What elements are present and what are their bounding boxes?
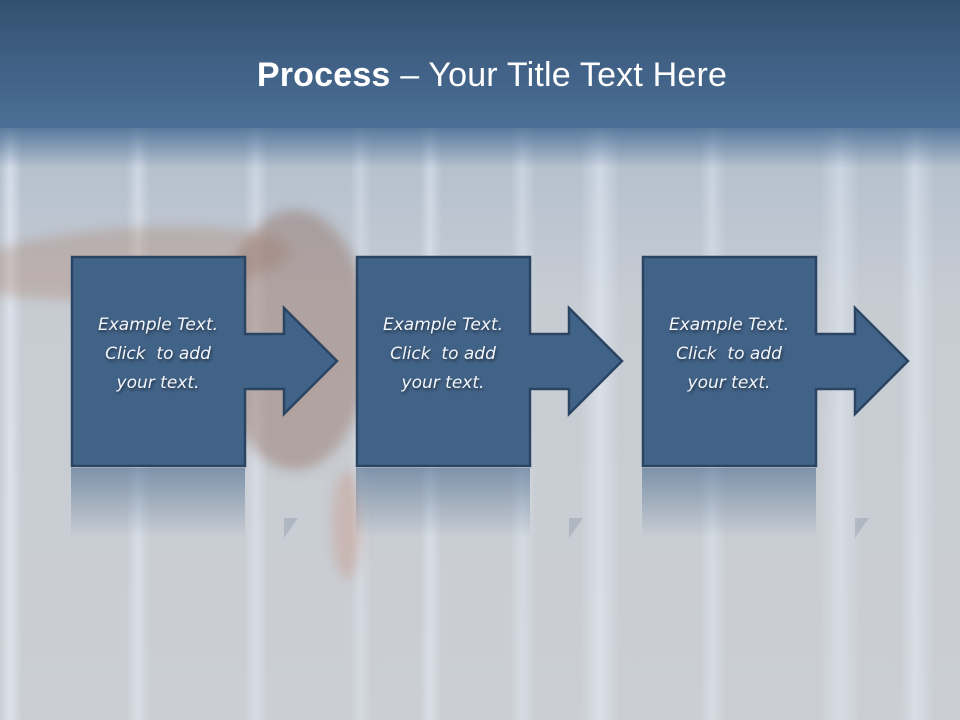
title-bold: Process bbox=[256, 56, 391, 94]
step-text-line: your text. bbox=[401, 373, 485, 393]
step-text[interactable]: Example Text. Click to add your text. bbox=[642, 311, 816, 398]
arrow-1-reflection bbox=[284, 518, 298, 538]
step-3-reflection bbox=[642, 468, 816, 538]
step-1-reflection bbox=[71, 468, 245, 538]
box-arrow-shape bbox=[355, 255, 624, 468]
title-rest: – Your Title Text Here bbox=[390, 56, 728, 94]
arrow-2-reflection bbox=[569, 518, 583, 538]
title-bar-fade bbox=[0, 128, 960, 168]
arrow-3-reflection bbox=[855, 518, 869, 538]
step-text[interactable]: Example Text. Click to add your text. bbox=[71, 311, 245, 398]
step-text-line: Example Text. bbox=[97, 315, 219, 335]
process-step-3[interactable]: Example Text. Click to add your text. bbox=[641, 255, 912, 468]
step-text-line: Click to add bbox=[676, 344, 782, 364]
step-text-line: Example Text. bbox=[382, 315, 504, 335]
step-text-line: Example Text. bbox=[668, 315, 790, 335]
title-bar bbox=[0, 0, 960, 128]
process-step-2[interactable]: Example Text. Click to add your text. bbox=[355, 255, 626, 468]
box-arrow-shape bbox=[70, 255, 339, 468]
box-arrow-shape bbox=[641, 255, 910, 468]
step-2-reflection bbox=[356, 468, 530, 538]
step-text[interactable]: Example Text. Click to add your text. bbox=[356, 311, 530, 398]
step-text-line: your text. bbox=[116, 373, 200, 393]
step-text-line: your text. bbox=[687, 373, 771, 393]
step-text-line: Click to add bbox=[105, 344, 211, 364]
step-text-line: Click to add bbox=[390, 344, 496, 364]
page-title[interactable]: Process – Your Title Text Here bbox=[0, 54, 960, 96]
process-step-1[interactable]: Example Text. Click to add your text. bbox=[70, 255, 341, 468]
